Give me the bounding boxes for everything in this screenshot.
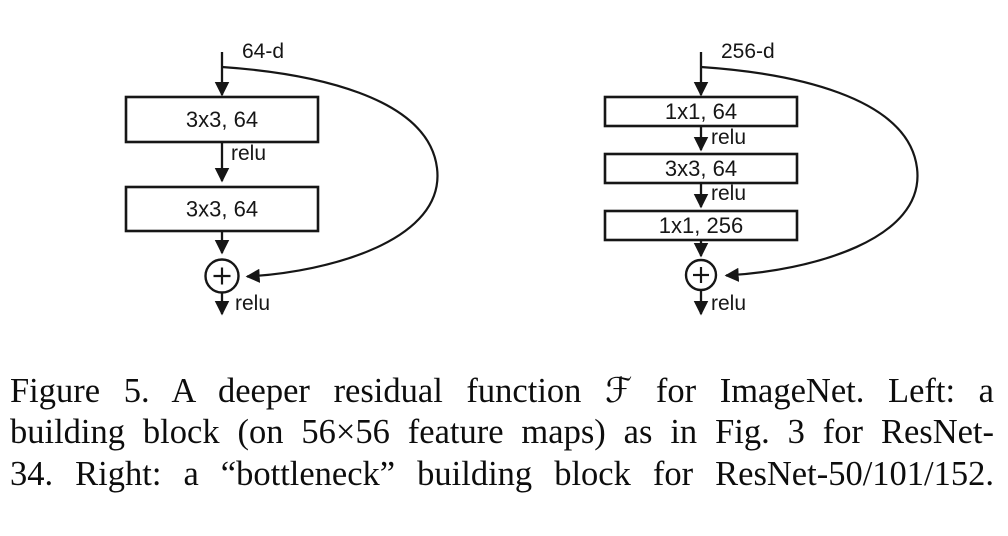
relu-label: relu <box>711 292 746 315</box>
conv-box-label: 3x3, 64 <box>186 197 258 222</box>
caption-line-3: 34. Right: a “bottleneck” building block… <box>10 454 994 493</box>
left-residual-block-diagram: 64-d 3x3, 64 relu 3x3, 64 relu <box>124 40 439 316</box>
caption-line-1: Figure 5. A deeper residual function ℱ f… <box>10 371 994 412</box>
conv-box-label: 3x3, 64 <box>186 107 258 132</box>
residual-block-diagrams: 64-d 3x3, 64 relu 3x3, 64 relu <box>124 40 919 316</box>
skip-connection-curve <box>700 65 919 282</box>
caption-line-1-post: for ImageNet. Left: a <box>632 372 994 410</box>
input-dim-label: 64-d <box>242 40 284 63</box>
relu-label: relu <box>231 142 266 165</box>
add-operator-icon <box>684 258 718 292</box>
skip-connection-curve <box>221 65 439 283</box>
caption-line-2: building block (on 56×56 feature maps) a… <box>10 413 994 452</box>
add-operator-icon <box>204 258 240 294</box>
relu-label: relu <box>235 292 270 315</box>
caption-line-1-pre: Figure 5. A deeper residual function <box>10 372 606 410</box>
figure-caption: Figure 5. A deeper residual function ℱ f… <box>10 371 994 495</box>
script-f-math-symbol: ℱ <box>605 371 633 411</box>
right-bottleneck-block-diagram: 256-d 1x1, 64 relu 3x3, 64 relu 1x1, 256 <box>603 40 919 316</box>
conv-box-label: 1x1, 256 <box>659 213 743 238</box>
conv-box-label: 3x3, 64 <box>665 156 737 181</box>
relu-label: relu <box>711 182 746 205</box>
input-dim-label: 256-d <box>721 40 775 63</box>
conv-box-label: 1x1, 64 <box>665 99 737 124</box>
relu-label: relu <box>711 126 746 149</box>
